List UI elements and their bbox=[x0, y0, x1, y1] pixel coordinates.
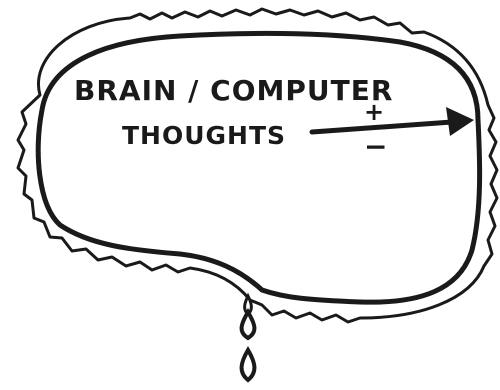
thought-arrow-head bbox=[446, 107, 474, 136]
minus-sign: − bbox=[364, 130, 387, 163]
plus-sign: + bbox=[364, 98, 384, 126]
droplet-bottom-icon bbox=[242, 350, 255, 380]
label-brain-computer: BRAIN / COMPUTER bbox=[74, 74, 393, 107]
droplet-middle-icon bbox=[242, 312, 255, 338]
label-thoughts: THOUGHTS bbox=[122, 121, 286, 150]
